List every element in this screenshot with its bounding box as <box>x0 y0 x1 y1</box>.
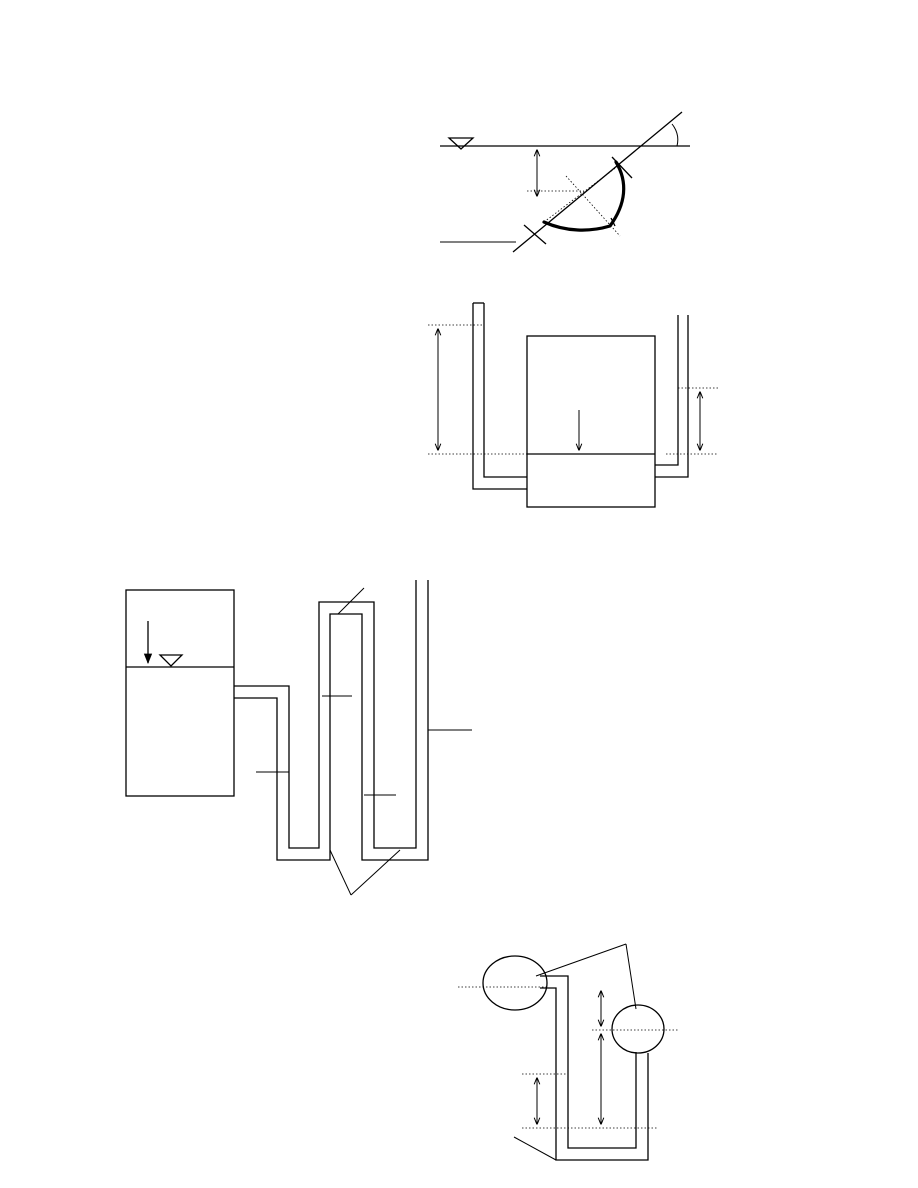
construction-dotted-line-b <box>543 165 619 223</box>
left-tube-inner-wall <box>483 303 527 478</box>
manometer-outer-wall <box>234 580 429 861</box>
angle-arc <box>671 123 679 147</box>
right-tube-outer-wall <box>655 315 689 478</box>
bottom-bend-leader-line <box>513 1136 557 1161</box>
u-tube-outer-wall <box>540 987 649 1161</box>
tank-two-tubes-figure <box>428 302 718 508</box>
u-tube-inner-wall <box>540 975 637 1149</box>
curved-gate-surface <box>542 160 626 232</box>
open-tank <box>125 589 235 797</box>
bottom-bend-leader-line-b <box>350 849 401 896</box>
lower-hinge-mark <box>523 224 547 245</box>
water-level-triangle-icon <box>158 654 184 667</box>
pipe-leader-line-a <box>535 943 627 977</box>
left-pipe-circle <box>482 955 548 1011</box>
top-bend-leader-line <box>337 587 365 615</box>
differential-manometer-figure <box>458 943 678 1161</box>
bottom-bend-leader-line-a <box>329 849 352 896</box>
tank-multi-manometer-figure <box>125 580 472 896</box>
water-level-triangle-icon <box>447 137 475 150</box>
right-pipe-circle <box>611 1004 665 1054</box>
curved-gate-figure <box>440 111 690 253</box>
closed-tank <box>526 335 656 508</box>
pipe-leader-line-b <box>625 943 637 1010</box>
left-tube-outer-wall <box>472 303 527 490</box>
upper-hinge-mark <box>611 156 633 179</box>
right-tube-inner-wall <box>655 315 679 466</box>
manometer-inner-wall <box>234 580 417 849</box>
gate-end-tick <box>610 217 616 227</box>
